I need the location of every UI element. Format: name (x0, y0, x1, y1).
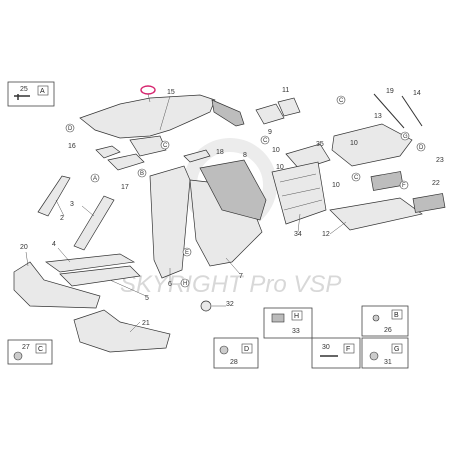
svg-text:C: C (38, 346, 43, 353)
svg-text:A: A (93, 176, 97, 182)
svg-text:A: A (40, 88, 45, 95)
svg-text:E: E (185, 250, 189, 256)
part-11-trim (277, 97, 301, 117)
part-6-side-panel (149, 165, 191, 279)
part-19-rod (373, 93, 405, 129)
label-part-4: 4 (52, 241, 56, 248)
svg-text:33: 33 (292, 328, 300, 335)
label-part-10d: 10 (332, 182, 340, 189)
label-part-12: 12 (322, 231, 330, 238)
label-part-10c: 10 (276, 164, 284, 171)
part-3-pillar (73, 195, 115, 251)
svg-text:C: C (339, 98, 344, 104)
legend-box-33: 33 H (263, 307, 313, 339)
part-2-pillar (37, 175, 71, 217)
part-15-lamp (129, 135, 167, 157)
label-part-3: 3 (70, 201, 74, 208)
part-12-mat (329, 197, 423, 231)
part-9-trim (255, 103, 285, 125)
label-part-15: 15 (167, 89, 175, 96)
part-number-labels: 15 2 3 4 5 6 7 8 9 10 10 10 10 11 12 13 … (20, 87, 444, 327)
label-part-2: 2 (60, 215, 64, 222)
label-part-21: 21 (142, 320, 150, 327)
svg-text:F: F (402, 183, 406, 189)
leader-1 (147, 93, 151, 103)
leader-lines (25, 95, 347, 333)
svg-text:G: G (394, 346, 399, 353)
watermark: SKYRIGHT Pro VSP (120, 271, 341, 298)
callout-circles: D A B C E H C C C G D F (65, 95, 426, 288)
svg-text:26: 26 (384, 327, 392, 334)
svg-text:C: C (163, 143, 168, 149)
part-8-upper-panel (199, 159, 267, 221)
svg-text:B: B (394, 312, 399, 319)
svg-text:25: 25 (20, 86, 28, 93)
part-18-clip (183, 149, 211, 163)
part-32-fastener (200, 300, 212, 312)
label-part-5: 5 (145, 295, 149, 302)
label-part-23: 23 (436, 157, 444, 164)
svg-text:D: D (244, 346, 249, 353)
legend-box-26: 26 B (361, 305, 409, 337)
part-1-headliner-edge (211, 99, 245, 127)
label-part-8: 8 (243, 152, 247, 159)
part-20-floor-trim (13, 261, 101, 309)
svg-text:30: 30 (322, 344, 330, 351)
part-17-bracket (107, 153, 145, 171)
label-part-32: 32 (226, 301, 234, 308)
svg-text:G: G (403, 134, 408, 140)
part-16-bracket (95, 145, 121, 159)
label-part-10a: 10 (350, 140, 358, 147)
svg-text:H: H (183, 281, 187, 287)
legend-box-27: 27 C (7, 339, 53, 365)
svg-text:31: 31 (384, 359, 392, 366)
label-part-6: 6 (168, 281, 172, 288)
svg-text:C: C (354, 175, 359, 181)
svg-text:F: F (346, 346, 350, 353)
svg-text:28: 28 (230, 359, 238, 366)
part-35-panel (285, 143, 331, 171)
label-part-35: 35 (316, 141, 324, 148)
part-34-ribs (279, 173, 323, 211)
legend-box-25: 25 A (7, 81, 55, 107)
part-22-grille (370, 171, 404, 191)
svg-text:27: 27 (22, 344, 30, 351)
part-5-sill (59, 265, 141, 287)
label-part-20: 20 (20, 244, 28, 251)
part-1-headliner (79, 94, 216, 139)
part-14-rod (401, 95, 423, 127)
label-part-22: 22 (432, 180, 440, 187)
label-part-14: 14 (413, 90, 421, 97)
label-part-9: 9 (268, 129, 272, 136)
label-part-7: 7 (239, 273, 243, 280)
legend-box-28: 28 D (213, 337, 259, 369)
label-part-13: 13 (374, 113, 382, 120)
legend-box-31: 31 G (361, 337, 409, 369)
part-23-grille (412, 193, 446, 213)
part-34-rear-panel (271, 161, 327, 225)
label-part-19: 19 (386, 88, 394, 95)
svg-text:B: B (140, 171, 144, 177)
part-4-sill (45, 253, 136, 273)
part-21-floor-trim (73, 309, 171, 353)
label-part-18: 18 (216, 149, 224, 156)
svg-text:D: D (419, 145, 424, 151)
legend-box-30: 30 F (311, 337, 361, 369)
svg-text:D: D (68, 126, 73, 132)
label-part-17: 17 (121, 184, 129, 191)
svg-text:H: H (294, 313, 299, 320)
label-part-34: 34 (294, 231, 302, 238)
label-part-10b: 10 (272, 147, 280, 154)
label-part-11: 11 (282, 87, 289, 94)
highlight-ring (140, 85, 156, 95)
part-13-shelf (331, 123, 413, 167)
label-part-16: 16 (68, 143, 76, 150)
svg-text:C: C (263, 138, 268, 144)
